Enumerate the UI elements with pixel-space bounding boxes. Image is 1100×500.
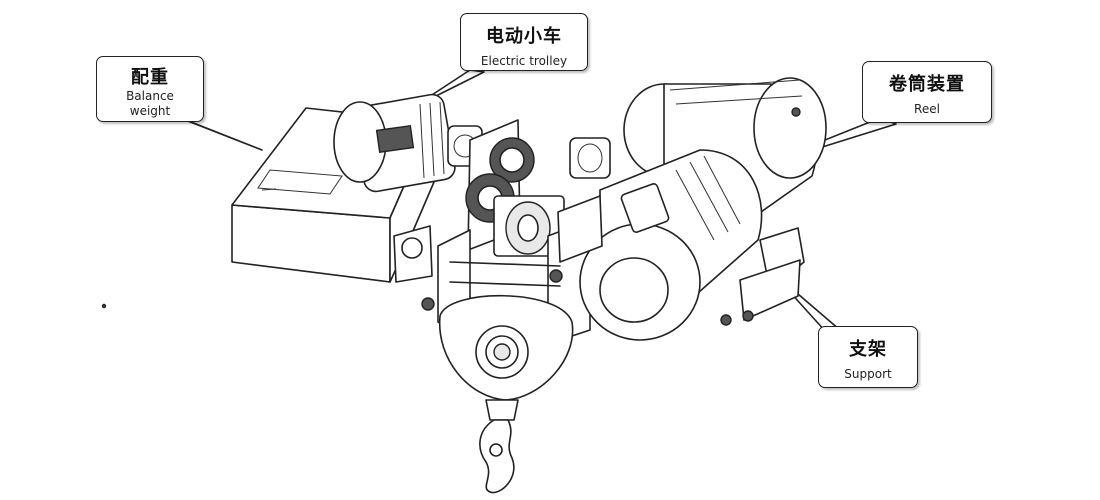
trolley-motor — [333, 93, 483, 193]
reel-en: Reel — [914, 102, 940, 116]
callout-balance-weight: 配重 Balance weight — [96, 56, 204, 122]
electric-trolley-cn: 电动小车 — [486, 26, 562, 47]
reel-cn: 卷筒装置 — [889, 74, 965, 95]
callout-electric-trolley: 电动小车 Electric trolley — [460, 13, 588, 71]
balance-weight-en-2: weight — [129, 104, 171, 118]
callout-support: 支架 Support — [818, 326, 918, 388]
hoist-motor — [557, 137, 763, 341]
support-bracket — [720, 227, 805, 326]
electric-trolley-en: Electric trolley — [480, 54, 568, 68]
stray-dot — [101, 303, 107, 309]
support-cn: 支架 — [849, 339, 887, 360]
hook-block — [438, 294, 574, 494]
balance-weight-cn: 配重 — [131, 67, 169, 88]
balance-weight-en-1: Balance — [126, 89, 174, 103]
callout-reel: 卷筒装置 Reel — [862, 61, 992, 123]
support-en: Support — [844, 367, 892, 381]
